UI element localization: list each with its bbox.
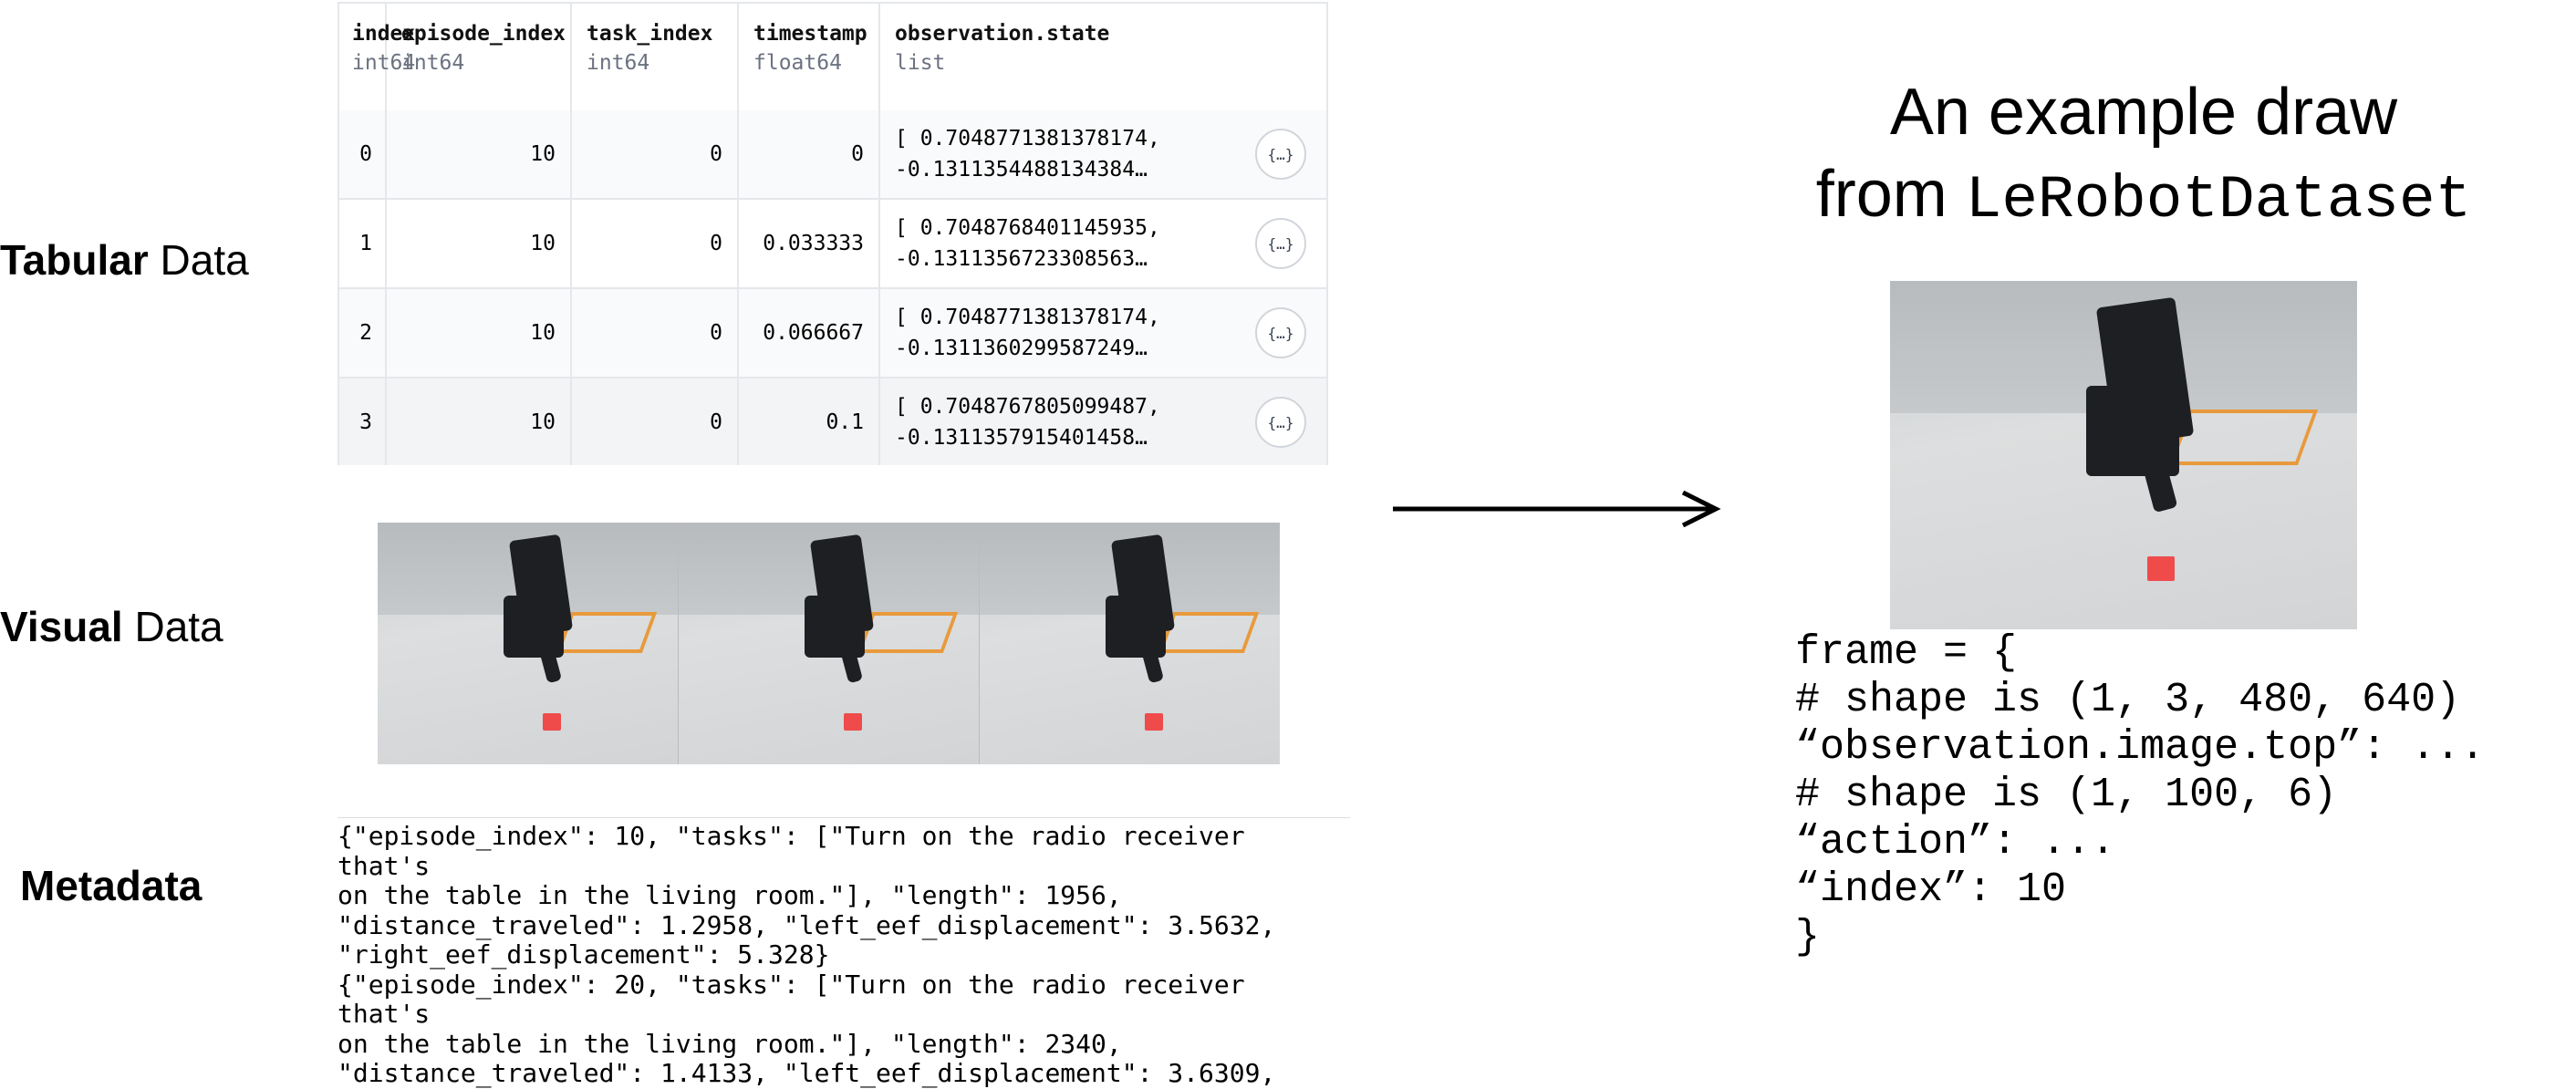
column-name: task_index	[587, 22, 713, 46]
cell-task-index: 0	[572, 289, 739, 377]
metadata-line: "distance_traveled": 1.4133, "left_eef_d…	[338, 1058, 1276, 1088]
red-brick	[843, 713, 862, 731]
cell-episode-index: 10	[387, 110, 572, 198]
metadata-label: Metadata	[20, 862, 203, 909]
label-bold: Tabular	[0, 236, 149, 284]
robot-arm	[1106, 595, 1166, 659]
state-line: -0.1311357915401458…	[895, 426, 1148, 450]
label-bold: Visual	[0, 603, 123, 650]
example-draw-title: An example draw from LeRobotDataset	[1779, 71, 2508, 242]
metadata-line: on the table in the living room."], "len…	[338, 880, 1122, 910]
expand-json-icon[interactable]: {…}	[1255, 129, 1306, 180]
cell-task-index: 0	[572, 110, 739, 198]
state-preview: [ 0.7048771381378174, -0.1311360299587249…	[895, 302, 1160, 364]
red-brick	[542, 713, 561, 731]
cell-observation-state: [ 0.7048768401145935, -0.1311356723308563…	[880, 200, 1326, 287]
code-line: # shape is (1, 100, 6)	[1795, 772, 2338, 818]
cell-timestamp: 0.1	[739, 379, 880, 465]
cell-observation-state: [ 0.7048771381378174, -0.1311354488134384…	[880, 110, 1326, 198]
title-line: An example draw	[1889, 76, 2398, 149]
state-preview: [ 0.7048767805099487, -0.1311357915401458…	[895, 391, 1160, 453]
metadata-line: {"episode_index": 20, "tasks": ["Turn on…	[338, 969, 1261, 1029]
robot-arm	[805, 595, 865, 659]
code-line: “observation.image.top”: ...	[1795, 724, 2486, 771]
cell-index: 2	[339, 289, 387, 377]
label-rest: Data	[148, 236, 249, 284]
title-line: from LeRobotDataset	[1779, 153, 2508, 242]
expand-json-icon[interactable]: {…}	[1255, 397, 1306, 448]
cell-timestamp: 0.033333	[739, 200, 880, 287]
red-brick	[1144, 713, 1163, 731]
column-type: list	[895, 51, 946, 75]
label-rest: Data	[122, 603, 223, 650]
cell-task-index: 0	[572, 200, 739, 287]
dataset-name: LeRobotDataset	[1965, 166, 2472, 234]
cell-timestamp: 0	[739, 110, 880, 198]
frame-code-block: frame = {# shape is (1, 3, 480, 640)“obs…	[1795, 629, 2485, 961]
column-type: float64	[753, 51, 842, 75]
code-line: “index”: 10	[1795, 866, 2067, 913]
red-brick	[2146, 555, 2176, 581]
state-line: -0.1311356723308563…	[895, 247, 1148, 271]
expand-json-icon[interactable]: {…}	[1255, 307, 1306, 358]
state-line: -0.1311360299587249…	[895, 337, 1148, 360]
state-preview: [ 0.7048771381378174, -0.1311354488134384…	[895, 123, 1160, 185]
state-line: [ 0.7048771381378174,	[895, 306, 1160, 329]
state-line: [ 0.7048771381378174,	[895, 127, 1160, 150]
code-line: “action”: ...	[1795, 819, 2116, 866]
column-name: observation.state	[895, 22, 1110, 46]
metadata-jsonl: {"episode_index": 10, "tasks": ["Turn on…	[338, 817, 1350, 1089]
cell-observation-state: [ 0.7048767805099487, -0.1311357915401458…	[880, 379, 1326, 465]
cell-index: 3	[339, 379, 387, 465]
column-header[interactable]: timestamp float64	[739, 4, 880, 110]
cell-index: 0	[339, 110, 387, 198]
column-header[interactable]: index int64	[339, 4, 415, 110]
code-line: # shape is (1, 3, 480, 640)	[1795, 677, 2461, 723]
metadata-line: "distance_traveled": 1.2958, "left_eef_d…	[338, 909, 1276, 940]
title-from: from	[1815, 158, 1966, 231]
visual-data-label: Visual Data	[0, 602, 223, 651]
expand-json-icon[interactable]: {…}	[1255, 218, 1306, 269]
code-line: frame = {	[1795, 629, 2018, 676]
video-frame	[679, 523, 980, 764]
cell-observation-state: [ 0.7048771381378174, -0.1311360299587249…	[880, 289, 1326, 377]
video-frame	[378, 523, 679, 764]
cell-timestamp: 0.066667	[739, 289, 880, 377]
robot-arm	[504, 595, 564, 659]
sampled-frame-image	[1890, 281, 2357, 629]
metadata-line: {"episode_index": 10, "tasks": ["Turn on…	[338, 821, 1261, 881]
cell-index: 1	[339, 200, 387, 287]
tabular-data-label: Tabular Data	[0, 235, 249, 285]
cell-episode-index: 10	[387, 379, 572, 465]
metadata-line: "right_eef_displacement": 5.328}	[338, 939, 830, 970]
cell-episode-index: 10	[387, 200, 572, 287]
column-name: episode_index	[401, 22, 566, 46]
column-name: timestamp	[753, 22, 867, 46]
column-header[interactable]: task_index int64	[572, 4, 739, 110]
cell-task-index: 0	[572, 379, 739, 465]
column-header[interactable]: episode_index int64	[387, 4, 572, 110]
column-name: index	[352, 22, 416, 46]
cell-episode-index: 10	[387, 289, 572, 377]
table-header: index int64 episode_index int64 task_index…	[339, 4, 1326, 112]
state-line: [ 0.7048767805099487,	[895, 395, 1160, 419]
video-frames-strip	[378, 523, 1280, 764]
video-frame	[980, 523, 1280, 764]
state-line: [ 0.7048768401145935,	[895, 216, 1160, 240]
column-type: int64	[352, 51, 416, 75]
code-line: }	[1795, 914, 1821, 960]
column-header[interactable]: observation.state list	[880, 4, 1326, 110]
arrow-right-icon	[1393, 491, 1721, 527]
state-preview: [ 0.7048768401145935, -0.1311356723308563…	[895, 213, 1160, 275]
metadata-line: on the table in the living room."], "len…	[338, 1028, 1122, 1059]
state-line: -0.1311354488134384…	[895, 158, 1148, 182]
column-type: int64	[587, 51, 650, 75]
column-type: int64	[401, 51, 465, 75]
data-table: index int64 episode_index int64 task_index…	[338, 2, 1328, 465]
